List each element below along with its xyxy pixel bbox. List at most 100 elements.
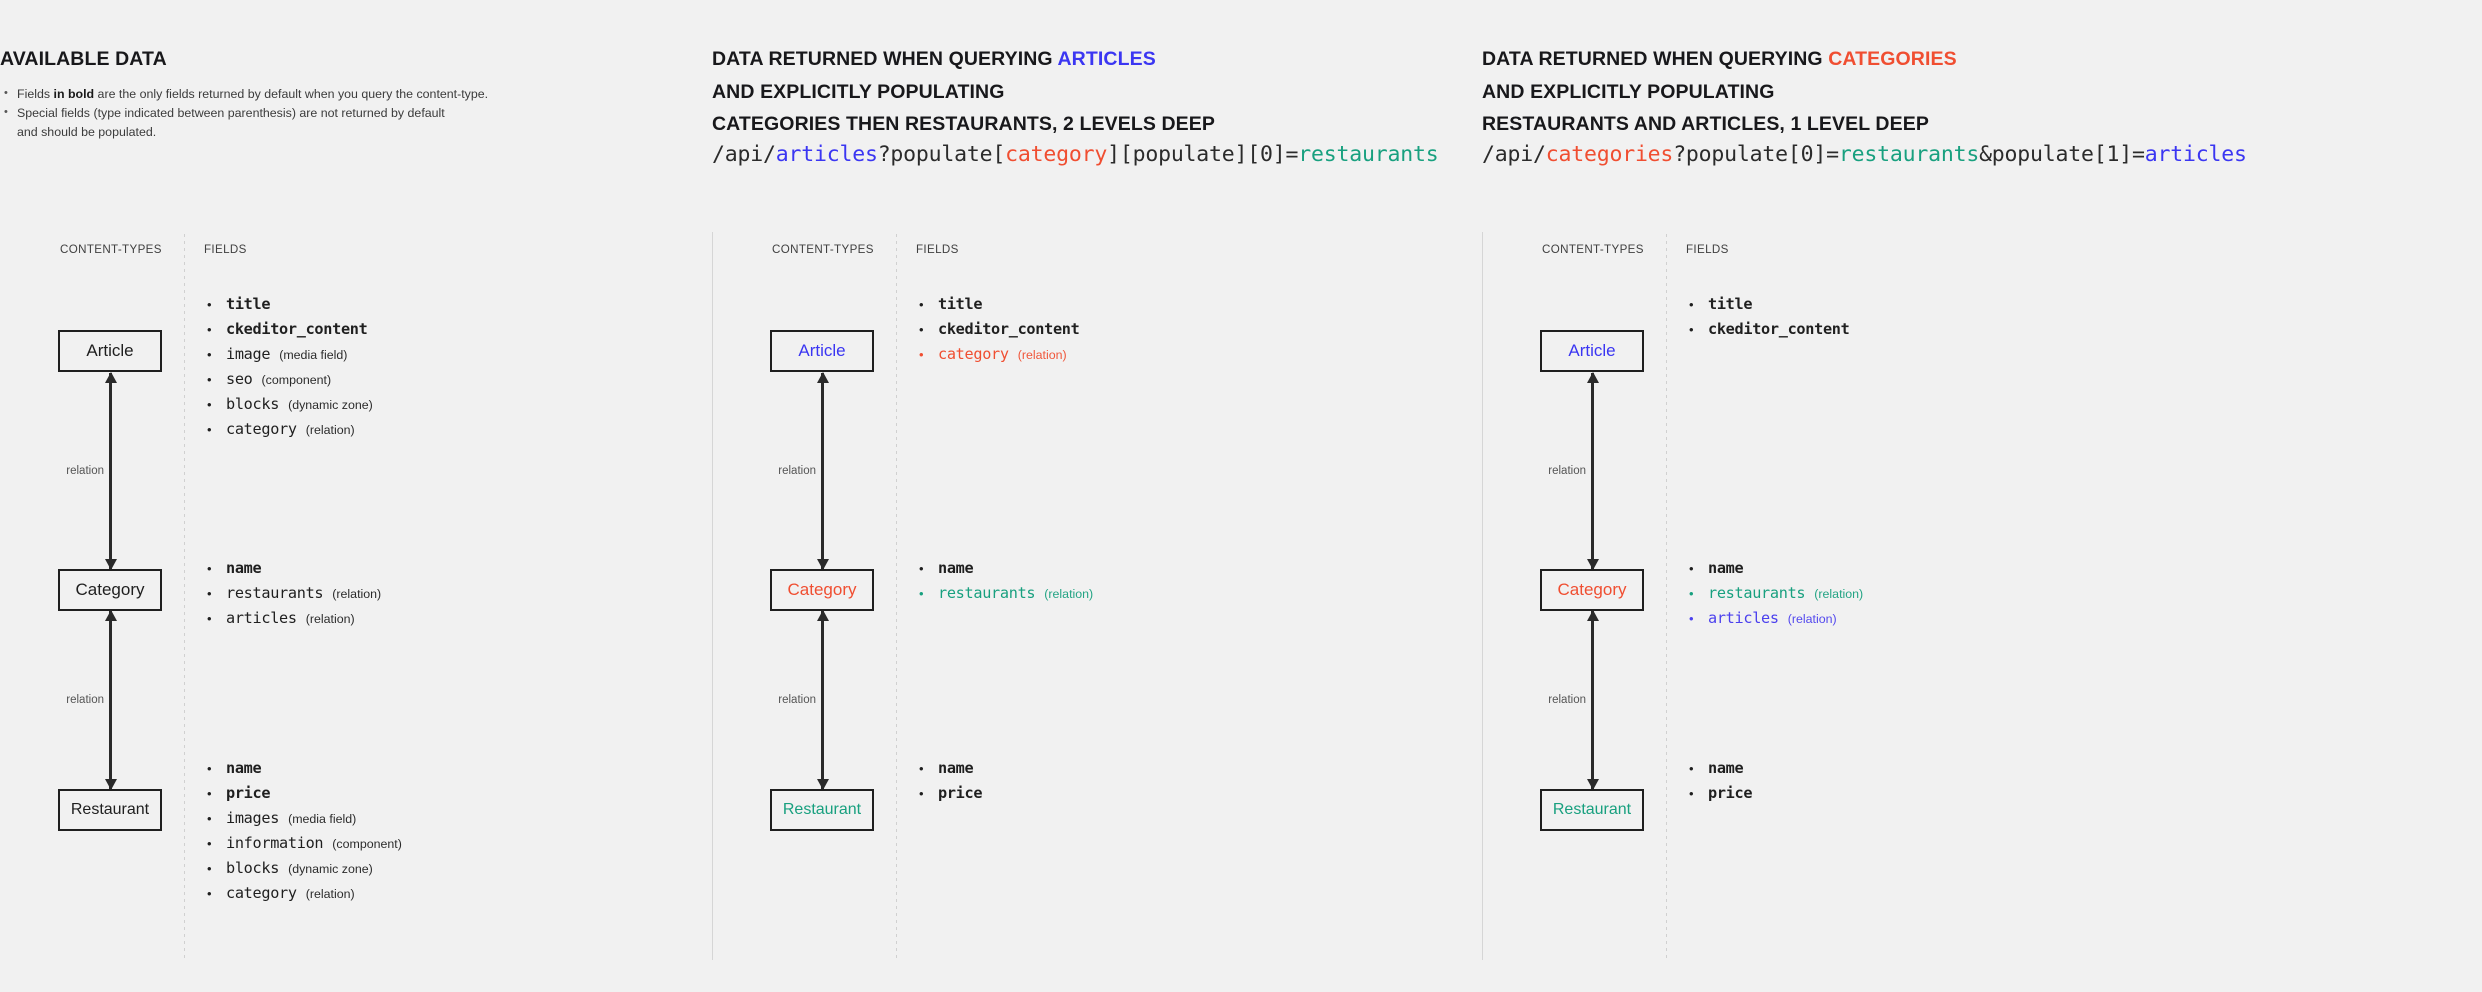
field-item: ckeditor_content (1686, 317, 1850, 342)
panel-title-available: AVAILABLE DATA (0, 48, 167, 71)
url-token-articles: articles (775, 142, 878, 167)
column-label-content-types: CONTENT-TYPES (772, 243, 874, 256)
api-url-categories[interactable]: /api/categories?populate[0]=restaurants&… (1482, 142, 2247, 167)
field-type: (dynamic zone) (288, 862, 373, 876)
field-name: category (226, 884, 297, 902)
field-item: name (204, 556, 381, 581)
entity-box-category[interactable]: Category (58, 569, 162, 611)
panel-title-articles: DATA RETURNED WHEN QUERYING ARTICLES AND… (712, 43, 1215, 141)
entity-label: Article (86, 341, 134, 360)
note-suffix: are the only fields returned by default … (94, 87, 489, 101)
column-label-fields: FIELDS (916, 243, 959, 256)
field-item: images (media field) (204, 806, 402, 831)
field-type: (media field) (288, 812, 357, 826)
panel-available-data: AVAILABLE DATA Fields in bold are the on… (0, 0, 712, 992)
column-label-content-types: CONTENT-TYPES (1542, 243, 1644, 256)
field-type: (relation) (1787, 612, 1837, 626)
field-name: ckeditor_content (938, 320, 1080, 338)
url-token: /api/ (1482, 142, 1546, 167)
note-item: Special fields (type indicated between p… (2, 103, 488, 123)
field-item: restaurants(relation) (1686, 581, 1863, 606)
note-bold: in bold (53, 87, 95, 101)
panel-query-categories: DATA RETURNED WHEN QUERYING CATEGORIES A… (1482, 0, 2482, 992)
field-type: (relation) (332, 587, 382, 601)
relation-label: relation (66, 465, 104, 477)
arrowhead-down-icon (104, 779, 117, 790)
entity-box-article[interactable]: Article (770, 330, 874, 372)
url-token-restaurants: restaurants (1298, 142, 1439, 167)
field-name: seo (226, 370, 253, 388)
title-line-3: RESTAURANTS AND ARTICLES, 1 LEVEL DEEP (1482, 113, 1929, 136)
field-name: category (226, 420, 297, 438)
field-name: name (226, 759, 262, 777)
field-name: name (938, 559, 974, 577)
field-type: (relation) (305, 423, 355, 437)
arrowhead-up-icon (816, 372, 829, 383)
relation-connector-article-category: relation (66, 372, 117, 570)
relation-label: relation (66, 694, 104, 706)
entity-box-article[interactable]: Article (1540, 330, 1644, 372)
field-type: (relation) (305, 887, 355, 901)
connector-line (109, 611, 112, 789)
entity-box-restaurant[interactable]: Restaurant (770, 789, 874, 831)
field-name: price (938, 784, 983, 802)
entity-box-category[interactable]: Category (770, 569, 874, 611)
title-line-1-plain: DATA RETURNED WHEN QUERYING (712, 48, 1058, 71)
api-url-articles[interactable]: /api/articles?populate[category][populat… (712, 142, 1439, 167)
field-name: ckeditor_content (226, 320, 368, 338)
relation-label: relation (1548, 694, 1586, 706)
field-item: image(media field) (204, 342, 373, 367)
field-name: ckeditor_content (1708, 320, 1850, 338)
field-item: name (1686, 756, 1752, 781)
field-list-restaurant: nameprice (1686, 756, 1753, 806)
field-name: category (938, 345, 1009, 363)
field-item: category (relation) (916, 342, 1080, 367)
arrowhead-up-icon (104, 610, 117, 621)
field-name: restaurants (226, 584, 324, 602)
entity-label: Category (787, 580, 857, 599)
field-item: name (1686, 556, 1863, 581)
column-divider-dotted (1666, 234, 1667, 960)
note-prefix: Special fields (type indicated between p… (17, 106, 445, 120)
relation-connector-article-category: relation (778, 372, 829, 570)
field-type: (dynamic zone) (288, 398, 373, 412)
title-line-2: AND EXPLICITLY POPULATING (712, 80, 1005, 103)
relation-label: relation (778, 465, 816, 477)
field-item: articles(relation) (1686, 606, 1863, 631)
entity-box-restaurant[interactable]: Restaurant (58, 789, 162, 831)
field-type: (relation) (1017, 348, 1067, 362)
entity-box-restaurant[interactable]: Restaurant (1540, 789, 1644, 831)
url-token: ?populate[ (877, 142, 1006, 167)
connector-line (1591, 611, 1594, 789)
column-label-fields: FIELDS (1686, 243, 1729, 256)
field-list-restaurant: namepriceimages(media field)information(… (204, 756, 402, 906)
field-name: images (226, 809, 280, 827)
field-item: information(component) (204, 831, 402, 856)
field-type: (relation) (1044, 587, 1094, 601)
url-token: /api/ (712, 142, 776, 167)
field-name: image (226, 345, 271, 363)
field-item: title (916, 292, 1080, 317)
arrowhead-up-icon (104, 372, 117, 383)
panel-separator (712, 232, 713, 960)
arrowhead-up-icon (1586, 372, 1599, 383)
relation-connector-article-category: relation (1548, 372, 1599, 570)
column-divider-dotted (896, 234, 897, 960)
field-name: name (938, 759, 974, 777)
available-notes: Fields in bold are the only fields retur… (2, 84, 489, 142)
entity-box-article[interactable]: Article (58, 330, 162, 372)
field-name: title (1708, 295, 1753, 313)
title-line-2: AND EXPLICITLY POPULATING (1482, 80, 1775, 103)
field-name: title (226, 295, 271, 313)
field-item: articles(relation) (204, 606, 381, 631)
field-item: category (relation) (204, 881, 402, 906)
url-token: ?populate[0]= (1673, 142, 1839, 167)
connector-line (821, 611, 824, 789)
field-item: price (1686, 781, 1753, 806)
field-name: name (226, 559, 262, 577)
arrowhead-down-icon (104, 559, 117, 570)
entity-label: Category (75, 580, 145, 599)
field-type: (component) (261, 373, 332, 387)
entity-box-category[interactable]: Category (1540, 569, 1644, 611)
